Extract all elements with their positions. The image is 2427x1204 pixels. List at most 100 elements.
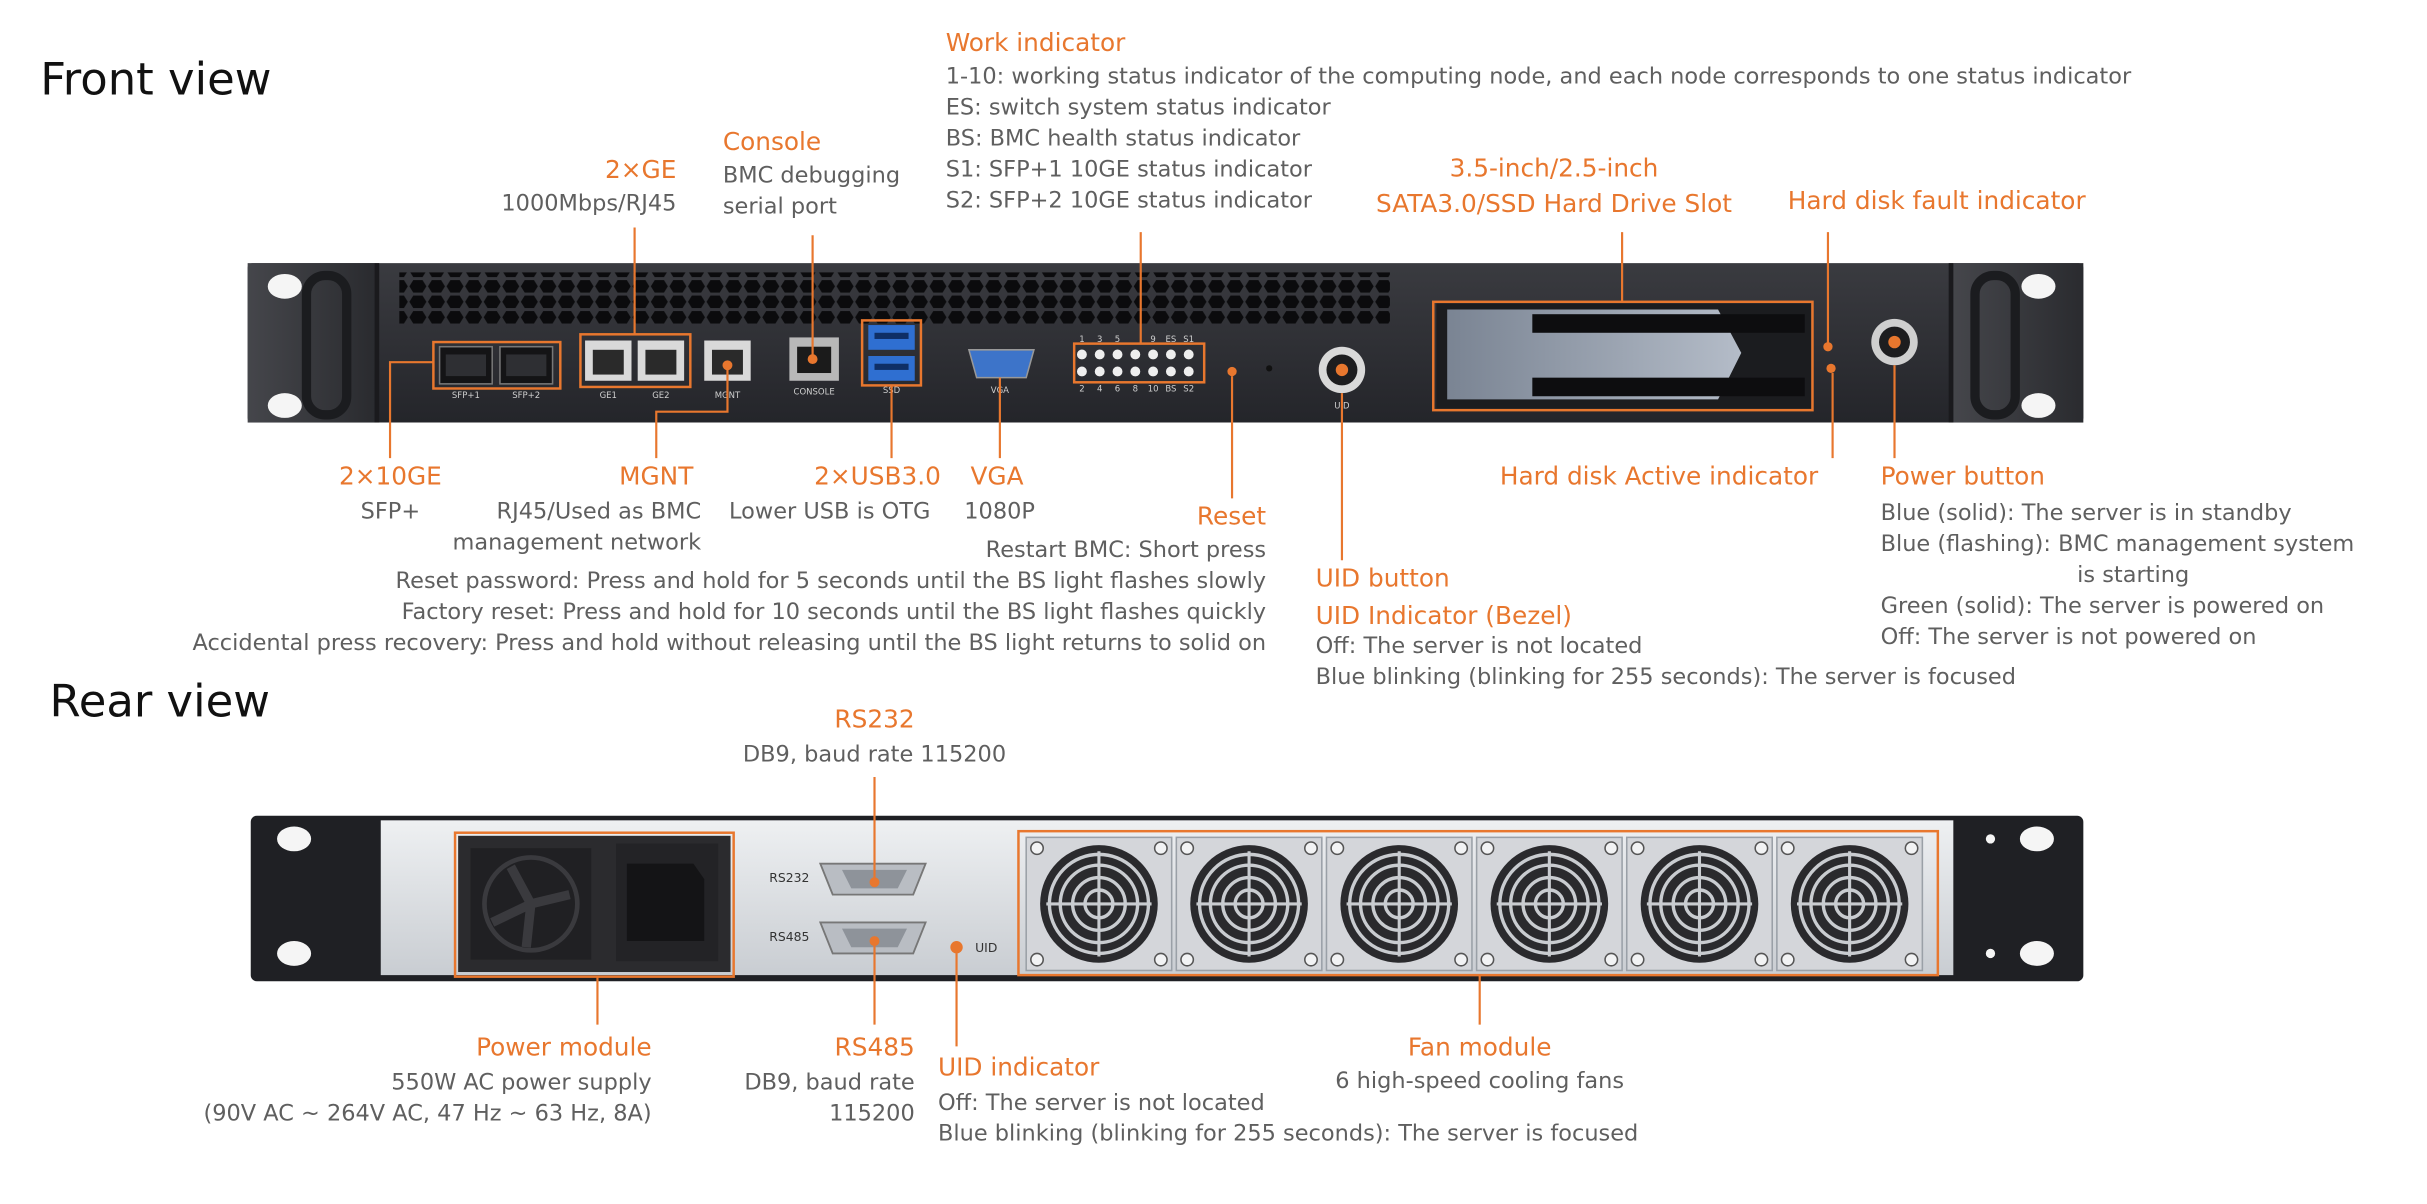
status-led xyxy=(1183,349,1194,360)
rear-uid-desc: Off: The server is not located Blue blin… xyxy=(937,1091,1639,1147)
reset-desc: Restart BMC: Short press Reset password:… xyxy=(192,538,1267,657)
power-button-title: Power button xyxy=(1880,461,2046,491)
hdd-fault-led xyxy=(1823,342,1833,352)
hdd-active-led xyxy=(1826,363,1836,374)
fan-screw xyxy=(1030,952,1044,967)
usb-desc: Lower USB is OTG xyxy=(729,499,931,525)
led-label-bottom: 2 xyxy=(1079,385,1084,395)
led-label-top: 3 xyxy=(1097,335,1102,345)
sfp-desc: SFP+ xyxy=(360,499,421,525)
panel-label-sfp1: SFP+1 xyxy=(452,391,480,401)
status-led xyxy=(1165,366,1176,377)
power-module-title: Power module xyxy=(476,1032,652,1062)
fan-screw xyxy=(1180,841,1195,856)
panel-label-rear-uid: UID xyxy=(975,941,997,955)
work-indicator-title: Work indicator xyxy=(945,27,1126,58)
rs232-title: RS232 xyxy=(834,704,915,734)
console-desc: BMC debugging serial port xyxy=(722,164,901,220)
mgnt-desc: RJ45/Used as BMC management network xyxy=(452,499,702,556)
fan-guard-spoke xyxy=(1796,851,1903,957)
reset-title: Reset xyxy=(1196,501,1267,531)
ge-desc: 1000Mbps/RJ45 xyxy=(501,191,677,217)
rs232-desc: DB9, baud rate 115200 xyxy=(742,742,1007,768)
panel-label-ge1: GE1 xyxy=(600,391,617,401)
led-label-bottom: BS xyxy=(1165,385,1176,395)
fan-screw xyxy=(1604,952,1619,967)
led-label-bottom: 10 xyxy=(1148,385,1159,395)
power-module-desc: 550W AC power supply (90V AC ~ 264V AC, … xyxy=(203,1071,652,1127)
fan-guard-spoke xyxy=(1646,851,1753,957)
fan-screw xyxy=(1780,952,1795,967)
work-indicator-desc: 1-10: working status indicator of the co… xyxy=(945,65,2132,214)
power-button[interactable] xyxy=(1871,318,1918,366)
power-module xyxy=(458,835,731,973)
status-led xyxy=(1130,366,1141,377)
hdd-fault-title: Hard disk fault indicator xyxy=(1787,185,2086,216)
panel-label-sfp2: SFP+2 xyxy=(512,391,540,401)
vga-desc: 1080P xyxy=(964,499,1035,525)
uid-button-desc: Off: The server is not located Blue blin… xyxy=(1315,634,2016,691)
led-label-top: 9 xyxy=(1150,335,1155,345)
led-label-bottom: 4 xyxy=(1097,385,1102,395)
panel-label-ge2: GE2 xyxy=(652,391,669,401)
status-led xyxy=(1076,366,1087,377)
status-led xyxy=(1130,349,1141,360)
panel-label-rs485: RS485 xyxy=(769,930,809,944)
status-led xyxy=(1076,349,1087,360)
panel-label-console: CONSOLE xyxy=(794,388,835,398)
console-title: Console xyxy=(722,126,822,157)
fan-screw xyxy=(1153,952,1168,967)
status-led xyxy=(1148,349,1159,360)
fan-screw xyxy=(1180,952,1195,967)
rear-uid-led xyxy=(950,941,963,954)
uid-button-title: UID button UID Indicator (Bezel) xyxy=(1315,563,1572,630)
led-label-bottom: S2 xyxy=(1183,385,1194,395)
fan-screw xyxy=(1630,952,1645,967)
fan-screw xyxy=(1153,841,1168,856)
fan-screw xyxy=(1454,841,1469,856)
led-label-top: ES xyxy=(1166,335,1177,345)
mgnt-title: MGNT xyxy=(619,461,694,491)
led-label-bottom: 8 xyxy=(1133,385,1138,395)
status-led xyxy=(1112,366,1123,377)
rs485-title: RS485 xyxy=(834,1032,915,1062)
sfp-title: 2×10GE xyxy=(338,461,442,491)
rs485-desc: DB9, baud rate 115200 xyxy=(744,1071,915,1127)
status-led xyxy=(1094,366,1105,377)
hdd-active-title: Hard disk Active indicator xyxy=(1499,461,1819,491)
reset-button[interactable] xyxy=(1227,366,1237,377)
led-label-top: S1 xyxy=(1183,335,1194,345)
panel-label-rs232: RS232 xyxy=(769,871,809,885)
fan-screw xyxy=(1304,952,1318,967)
fan-guard-spoke xyxy=(1196,851,1302,957)
fan-module-desc: 6 high-speed cooling fans xyxy=(1335,1069,1625,1095)
ge-title: 2×GE xyxy=(605,154,677,185)
usb-ports[interactable] xyxy=(868,325,915,381)
fan-screw xyxy=(1754,841,1769,856)
led-label-bottom: 6 xyxy=(1115,385,1120,395)
led-label-top: 5 xyxy=(1115,335,1120,345)
status-led xyxy=(1183,366,1194,377)
vga-port[interactable] xyxy=(967,349,1035,379)
sfp-ports[interactable] xyxy=(438,345,554,385)
fan-guard-spoke xyxy=(1046,851,1152,957)
fan-screw xyxy=(1304,841,1318,856)
fan-guard-spoke xyxy=(1346,851,1452,957)
fan-screw xyxy=(1780,841,1795,856)
fan-screw xyxy=(1480,952,1495,967)
fan-screw xyxy=(1604,841,1619,856)
rear-uid-title: UID indicator xyxy=(937,1052,1100,1082)
fan-screw xyxy=(1030,841,1044,856)
led-label-top: 1 xyxy=(1079,335,1084,345)
power-button-desc: Blue (solid): The server is in standby B… xyxy=(1880,501,2355,651)
ge-ports[interactable] xyxy=(585,340,685,381)
fan-guard-spoke xyxy=(1496,851,1602,957)
fan-screw xyxy=(1330,952,1345,967)
fan-module-title: Fan module xyxy=(1407,1032,1552,1062)
fan-screw xyxy=(1904,952,1919,967)
uid-button[interactable] xyxy=(1318,346,1366,394)
drive-slot[interactable] xyxy=(1436,303,1811,409)
